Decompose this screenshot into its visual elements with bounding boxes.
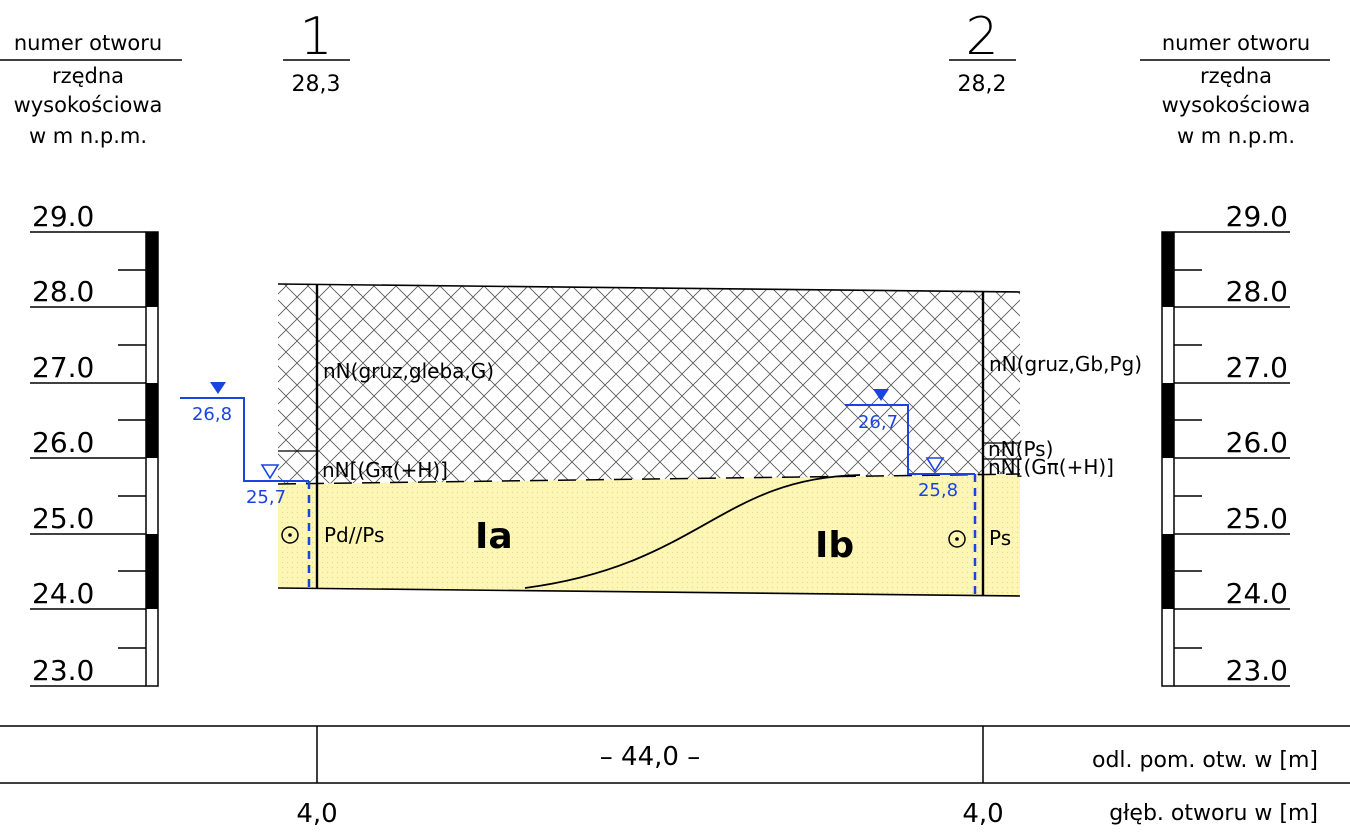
label-fill-right: nN(gruz,Gb,Pg)	[989, 352, 1142, 376]
distance-value: – 44,0 –	[600, 742, 700, 772]
profile-bottom-line	[277, 587, 1021, 597]
depth-label: głęb. otworu w [m]	[1109, 801, 1318, 826]
groundwater-borehole-1: 26,8 25,7	[180, 382, 311, 588]
legend-right-line2: rzędna	[1200, 64, 1272, 88]
label-zone-ia: Ia	[475, 516, 513, 557]
legend-left-line4: w m n.p.m.	[29, 124, 147, 148]
ground-surface-line	[277, 283, 1021, 293]
legend-right-line4: w m n.p.m.	[1177, 124, 1295, 148]
sample-symbol-left	[281, 526, 299, 544]
borehole-1-number: 1	[299, 7, 332, 67]
label-fill-left: nN(gruz,gleba,G)	[323, 359, 494, 383]
footer-table: – 44,0 – odl. pom. otw. w [m] 4,0 4,0 gł…	[0, 725, 1350, 829]
water-stabilized-marker-icon	[873, 389, 889, 401]
label-organic-left: nN[(Gπ(+H)]	[322, 458, 448, 482]
groundwater-borehole-2: 26,7 25,8	[845, 389, 977, 596]
water-stabilized-label-2: 26,7	[858, 412, 898, 433]
water-stabilized-label-1: 26,8	[192, 404, 232, 425]
tick-right-27: 27.0	[1226, 351, 1288, 384]
tick-left-25: 25.0	[32, 502, 94, 535]
tick-left-27: 27.0	[32, 351, 94, 384]
label-sand-left: Pd//Ps	[324, 523, 384, 547]
label-organic-right-b: nN[(Gπ(+H)]	[988, 455, 1114, 479]
borehole-2-number: 2	[965, 7, 998, 67]
water-found-label-2: 25,8	[918, 480, 958, 501]
tick-right-26: 26.0	[1226, 426, 1288, 459]
borehole-1-header: 1 28,3	[283, 7, 350, 97]
tick-left-23: 23.0	[32, 654, 94, 687]
legend-left-line2: rzędna	[52, 64, 124, 88]
zone-boundary-curve	[524, 474, 861, 589]
sand-layer	[278, 474, 1020, 596]
tick-left-29: 29.0	[32, 200, 94, 233]
layer-boundary-dashed	[277, 473, 1021, 485]
legend-right-line3: wysokościowa	[1162, 93, 1311, 117]
distance-label: odl. pom. otw. w [m]	[1092, 748, 1318, 773]
water-found-label-1: 25,7	[246, 487, 286, 508]
legend-left-line1: numer otworu	[14, 31, 162, 55]
sample-symbol-right	[948, 530, 966, 548]
borehole-2-depth: 4,0	[962, 799, 1003, 829]
borehole-2-header: 2 28,2	[949, 7, 1016, 97]
borehole-2-elevation: 28,2	[958, 72, 1007, 97]
tick-left-24: 24.0	[32, 577, 94, 610]
scale-left: 29.0 28.0 27.0 26.0 25.0 24.0 23.0	[30, 200, 159, 687]
legend-right: numer otworu rzędna wysokościowa w m n.p…	[1140, 31, 1330, 148]
water-found-marker-icon	[260, 464, 280, 480]
tick-right-29: 29.0	[1226, 200, 1288, 233]
borehole-1-depth: 4,0	[296, 799, 337, 829]
tick-right-23: 23.0	[1226, 654, 1288, 687]
water-stabilized-marker-icon	[210, 382, 226, 394]
fill-layer	[278, 284, 1020, 484]
legend-left: numer otworu rzędna wysokościowa w m n.p…	[0, 31, 182, 148]
scale-right: 29.0 28.0 27.0 26.0 25.0 24.0 23.0	[1161, 200, 1290, 687]
water-found-marker-icon	[925, 457, 945, 473]
legend-left-line3: wysokościowa	[14, 93, 163, 117]
label-organic-right-a: nN(Ps)	[988, 437, 1053, 461]
tick-right-25: 25.0	[1226, 502, 1288, 535]
tick-left-26: 26.0	[32, 426, 94, 459]
label-zone-ib: Ib	[815, 525, 854, 566]
borehole-1-elevation: 28,3	[292, 72, 341, 97]
label-sand-right: Ps	[989, 526, 1011, 550]
tick-right-24: 24.0	[1226, 577, 1288, 610]
tick-left-28: 28.0	[32, 275, 94, 308]
tick-right-28: 28.0	[1226, 275, 1288, 308]
soil-profile: nN(gruz,gleba,G) nN(gruz,Gb,Pg) nN[(Gπ(+…	[277, 283, 1142, 597]
legend-right-line1: numer otworu	[1162, 31, 1310, 55]
